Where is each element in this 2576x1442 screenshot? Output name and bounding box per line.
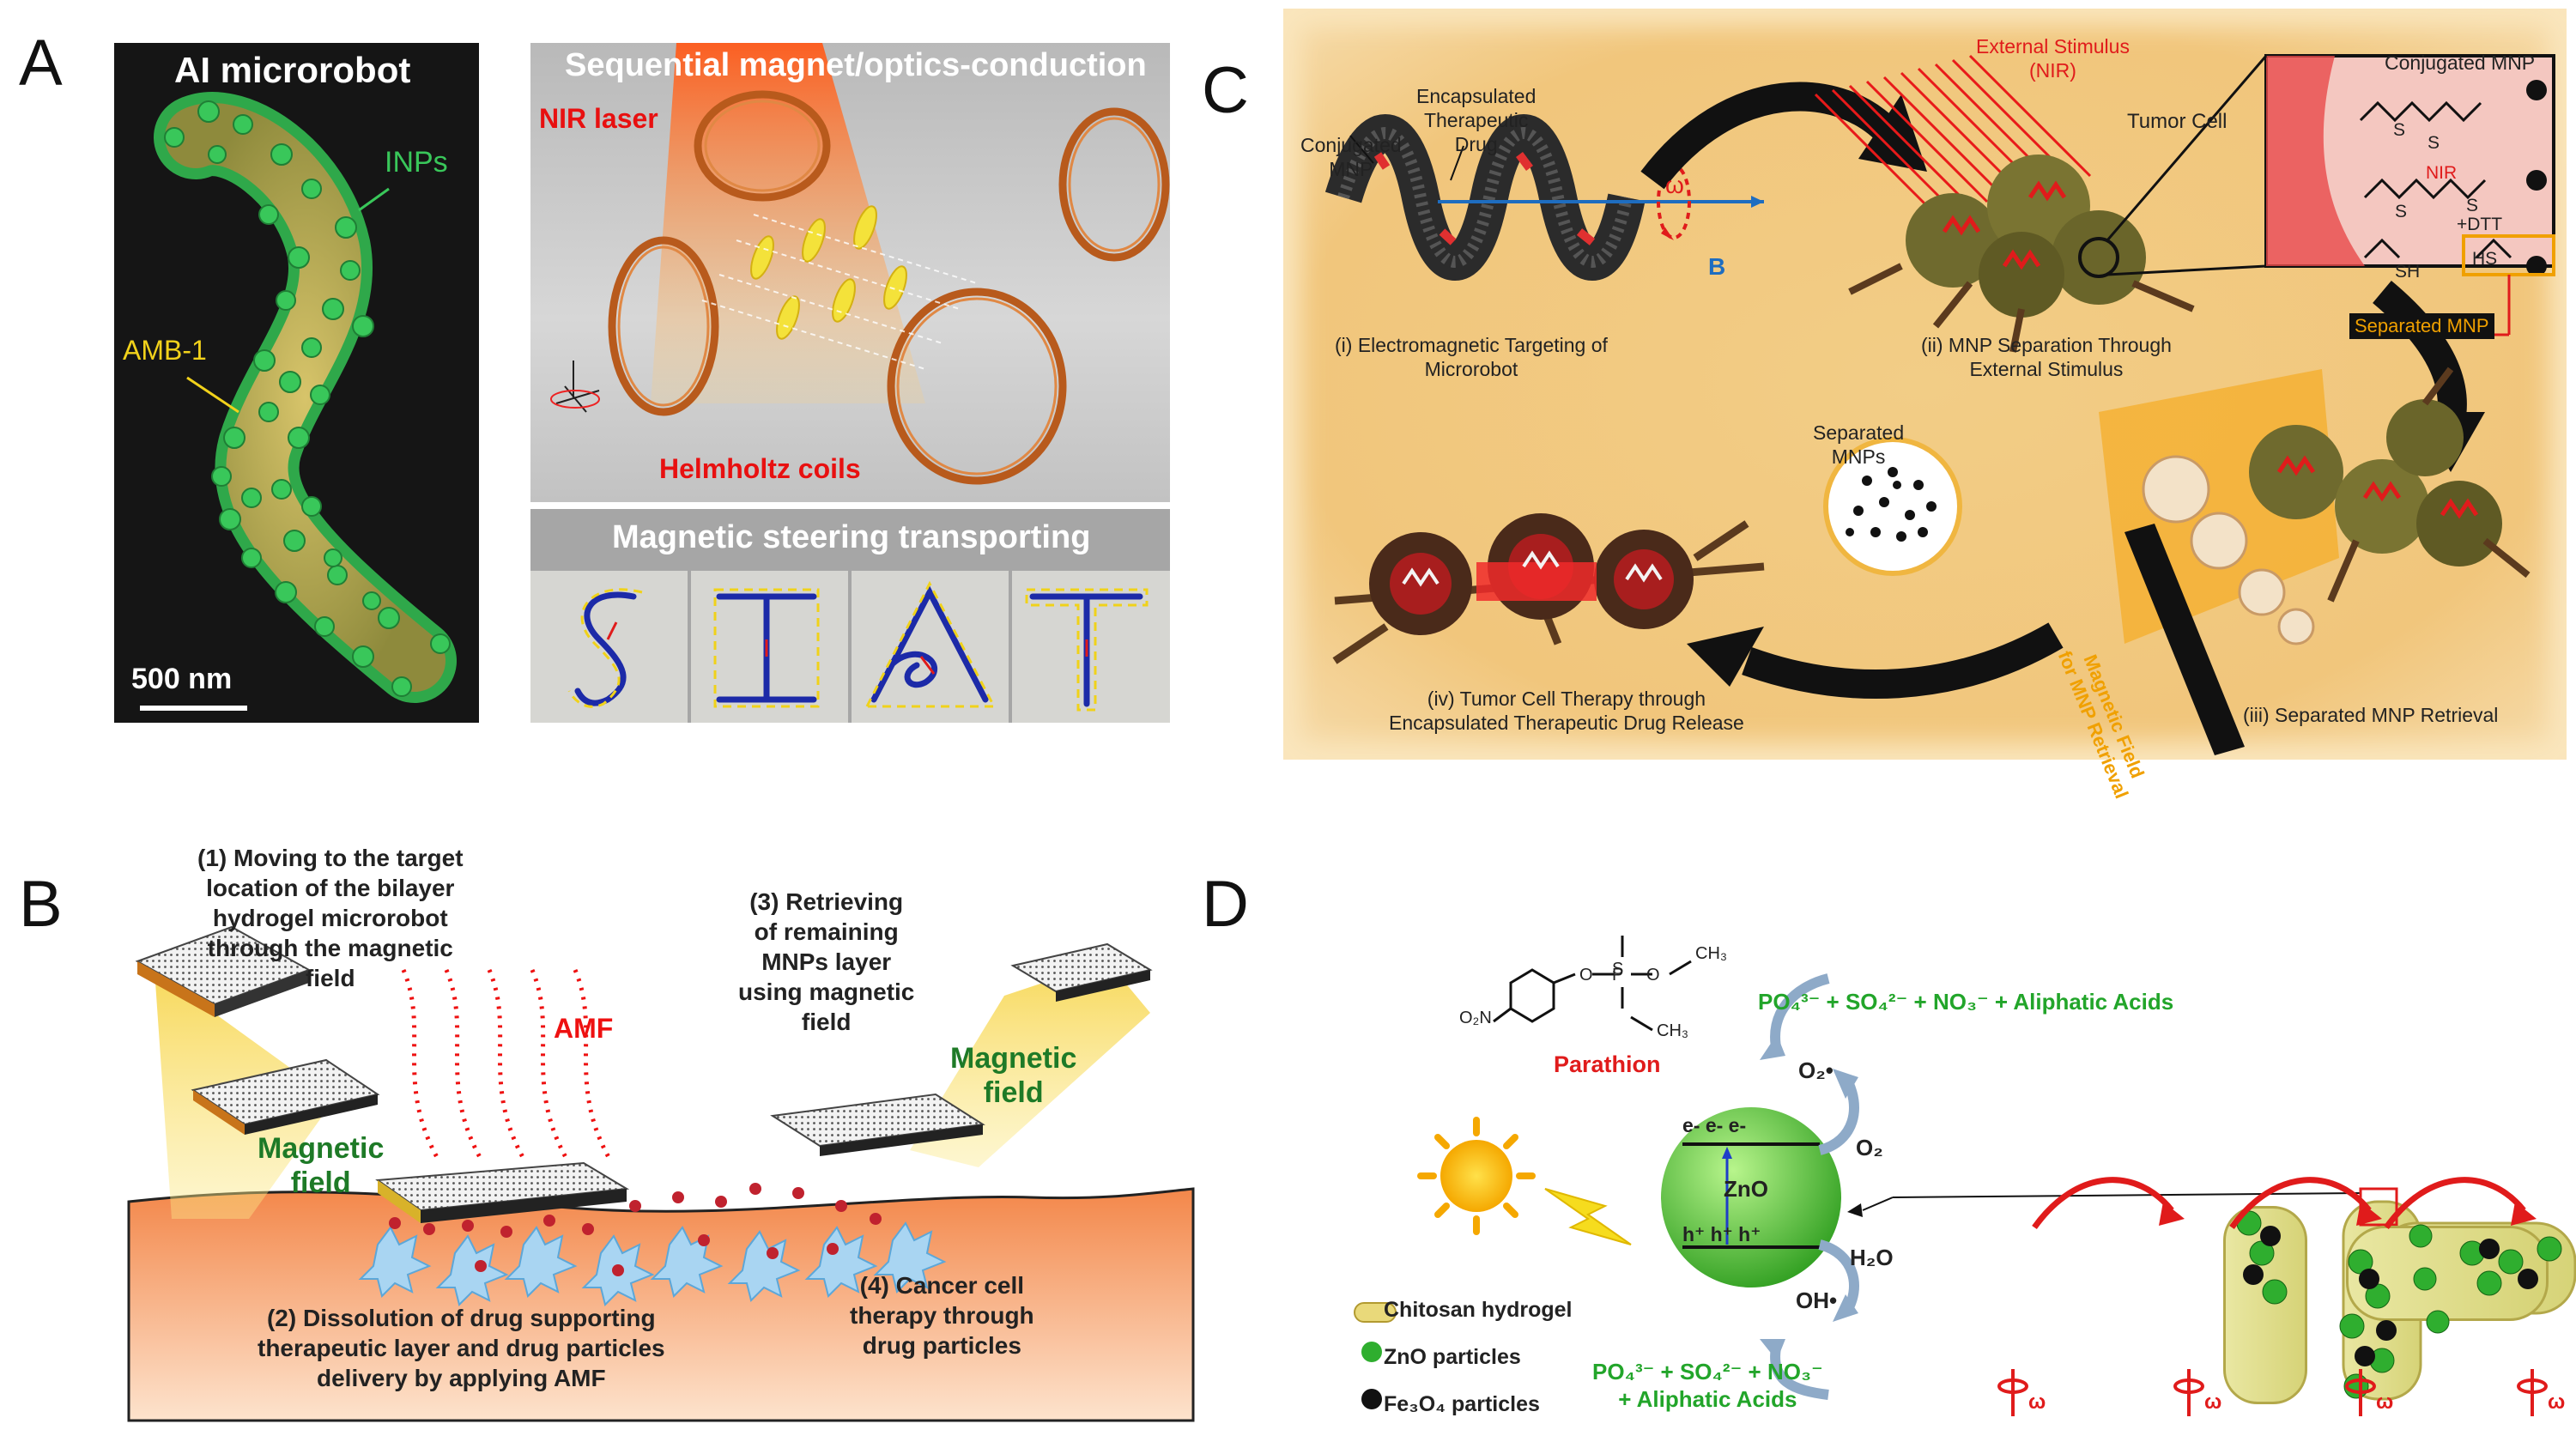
panel-letter-a: A (19, 27, 63, 100)
legend-zno: ZnO particles (1384, 1345, 1521, 1369)
oxygen-label: O₂ (1856, 1135, 1883, 1160)
scale-bar-label: 500 nm (131, 663, 233, 695)
legend-icons (1354, 1302, 1397, 1409)
amb-label: AMB-1 (123, 335, 207, 366)
coils-render: Sequential magnet/optics-conduction NIR … (530, 43, 1170, 502)
legend-fe3o4: Fe₃O₄ particles (1384, 1392, 1540, 1416)
omega-d-2: ω (2204, 1390, 2222, 1414)
omega-d-4: ω (2548, 1390, 2566, 1414)
steering-panel: Magnetic steering transporting (530, 509, 1170, 723)
inset-s-3: S (2395, 202, 2408, 221)
robot-5 (1010, 942, 1153, 1002)
parathion-label: Parathion (1554, 1051, 1661, 1077)
robot-1 (135, 925, 312, 1017)
chem-s: S (1612, 960, 1624, 978)
inset-s-2: S (2428, 133, 2440, 153)
coils-illustration (550, 43, 1170, 485)
products-bottom: PO₄³⁻ + SO₄²⁻ + NO₃⁻+ Aliphatic Acids (1592, 1359, 1823, 1412)
helmholtz-label: Helmholtz coils (659, 453, 861, 484)
inset-nir: NIR (2426, 163, 2458, 183)
inset-conjugated-mnp: Conjugated MNP (2385, 52, 2536, 74)
particle-fills (2236, 1210, 2562, 1399)
tumor-cluster-iii (2099, 367, 2531, 755)
chem-o2n: O₂N (1459, 1009, 1492, 1027)
tumor-cell-label: Tumor Cell (2127, 110, 2227, 133)
inps-label: INPs (385, 146, 448, 179)
chem-ch3: CH₃ (1695, 944, 1728, 963)
steering-paths (567, 580, 1149, 712)
bacterium-illustration (140, 92, 457, 711)
products-top: PO₄³⁻ + SO₄²⁻ + NO₃⁻ + Aliphatic Acids (1758, 989, 2174, 1015)
omega-d-3: ω (2376, 1390, 2394, 1414)
amf-label: AMF (554, 1013, 614, 1044)
chem-inset (2106, 54, 2555, 336)
hydroxyl-label: OH• (1796, 1288, 1838, 1313)
omega-d-1: ω (2028, 1390, 2046, 1414)
external-stimulus-label: External Stimulus(NIR) (1976, 35, 2130, 82)
separated-mnps-disc (1823, 437, 1962, 576)
tumor-cluster-ii (1848, 154, 2195, 353)
robot-4 (770, 1093, 985, 1156)
chem-p: P (1612, 966, 1624, 985)
panel-c-illustration (1324, 54, 2555, 755)
hydrogel-cylinder-3 (2223, 1206, 2307, 1404)
inset-s-1: S (2393, 120, 2406, 140)
chem-o: O (1579, 966, 1593, 985)
panel-letter-b: B (19, 868, 63, 941)
inset-hs: HS (2472, 249, 2498, 269)
holes-label: h⁺ h⁺ h⁺ (1682, 1223, 1761, 1245)
inset-s-4: S (2466, 196, 2479, 215)
rotation-arrows (2032, 1177, 2537, 1230)
steering-frames (530, 571, 1170, 723)
inset-dtt: +DTT (2457, 215, 2503, 234)
panel-b-illustration (127, 925, 1195, 1422)
coils-title: Sequential magnet/optics-conduction (565, 47, 1147, 83)
sun-icon (1417, 1117, 1536, 1235)
panel-letter-d: D (1202, 868, 1249, 941)
sem-title: AI microrobot (174, 50, 411, 90)
robot-3 (375, 1161, 630, 1223)
parathion-structure (1493, 936, 1692, 1032)
water-label: H₂O (1850, 1245, 1894, 1270)
inset-sh: SH (2395, 262, 2421, 282)
omega-label-c: ω (1665, 172, 1684, 198)
nir-laser-label: NIR laser (539, 103, 658, 134)
inset-separated-mnp: Separated MNP (2349, 313, 2494, 339)
robot-2 (191, 1058, 380, 1135)
helix-microrobot (1324, 114, 1764, 281)
chem-ch3-b: CH₃ (1657, 1021, 1689, 1040)
step-iii-label: (iii) Separated MNP Retrieval (2243, 704, 2499, 726)
sem-image: AI microrobot INPs AMB-1 500 nm (114, 43, 479, 723)
omega-spin-icons (1997, 1369, 2548, 1416)
chem-o-2: O (1646, 966, 1660, 985)
tumor-cluster-iv (1332, 513, 1765, 664)
b-field-label: B (1708, 253, 1726, 280)
panel-letter-c: C (1202, 54, 1249, 127)
steering-title: Magnetic steering transporting (612, 519, 1091, 555)
electrons-label: e- e- e- (1682, 1114, 1747, 1136)
zno-label: ZnO (1724, 1176, 1768, 1202)
superoxide-label: O₂• (1798, 1057, 1834, 1083)
legend-chitosan: Chitosan hydrogel (1384, 1298, 1573, 1322)
